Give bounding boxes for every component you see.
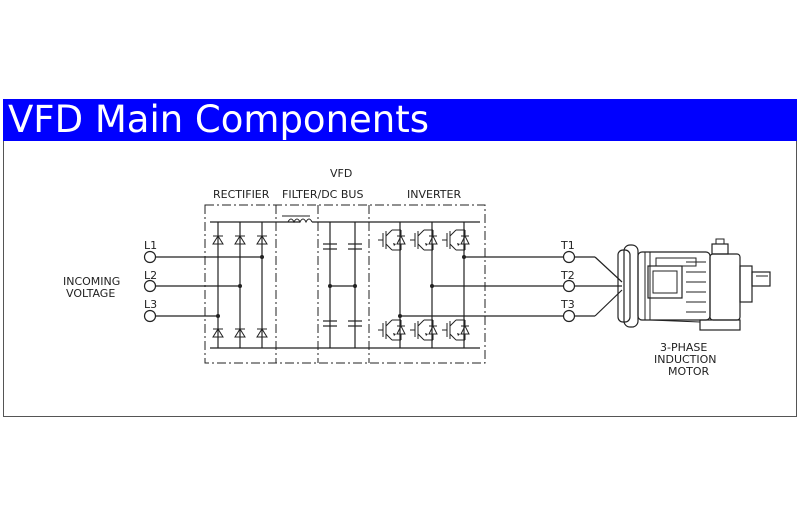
input-terminals: L1 L2 L3	[143, 239, 262, 323]
terminal-l1-label: L1	[144, 239, 157, 252]
terminal-l2	[143, 279, 157, 293]
incoming-label-line1: INCOMING	[63, 275, 120, 288]
diagram-frame	[3, 141, 797, 417]
terminal-t2	[562, 279, 576, 293]
page-title: VFD Main Components	[3, 99, 797, 141]
induction-motor-drawing	[617, 238, 771, 331]
inverter-bridge	[377, 222, 564, 348]
vfd-label: VFD	[330, 167, 352, 180]
rectifier-bridge	[210, 221, 300, 349]
terminal-t1-label: T1	[560, 239, 575, 252]
terminal-l2-label: L2	[144, 269, 157, 282]
terminal-l3-label: L3	[144, 298, 157, 311]
terminal-t2-label: T2	[560, 269, 575, 282]
dc-bus-filter	[282, 215, 480, 349]
vfd-section-boxes	[204, 204, 486, 364]
motor-label-line2: INDUCTION	[654, 353, 717, 366]
terminal-t3-label: T3	[560, 298, 575, 311]
incoming-label-line2: VOLTAGE	[66, 287, 115, 300]
motor-label-line1: 3-PHASE	[660, 341, 707, 354]
terminal-l1	[143, 250, 157, 264]
motor-label-line3: MOTOR	[668, 365, 710, 378]
inverter-label: INVERTER	[407, 188, 461, 201]
rectifier-label: RECTIFIER	[213, 188, 270, 201]
terminal-t1	[562, 250, 576, 264]
output-terminals: T1 T2 T3	[560, 239, 623, 323]
terminal-t3	[562, 309, 576, 323]
terminal-l3	[143, 309, 157, 323]
filter-dc-bus-label: FILTER/DC BUS	[282, 188, 363, 201]
